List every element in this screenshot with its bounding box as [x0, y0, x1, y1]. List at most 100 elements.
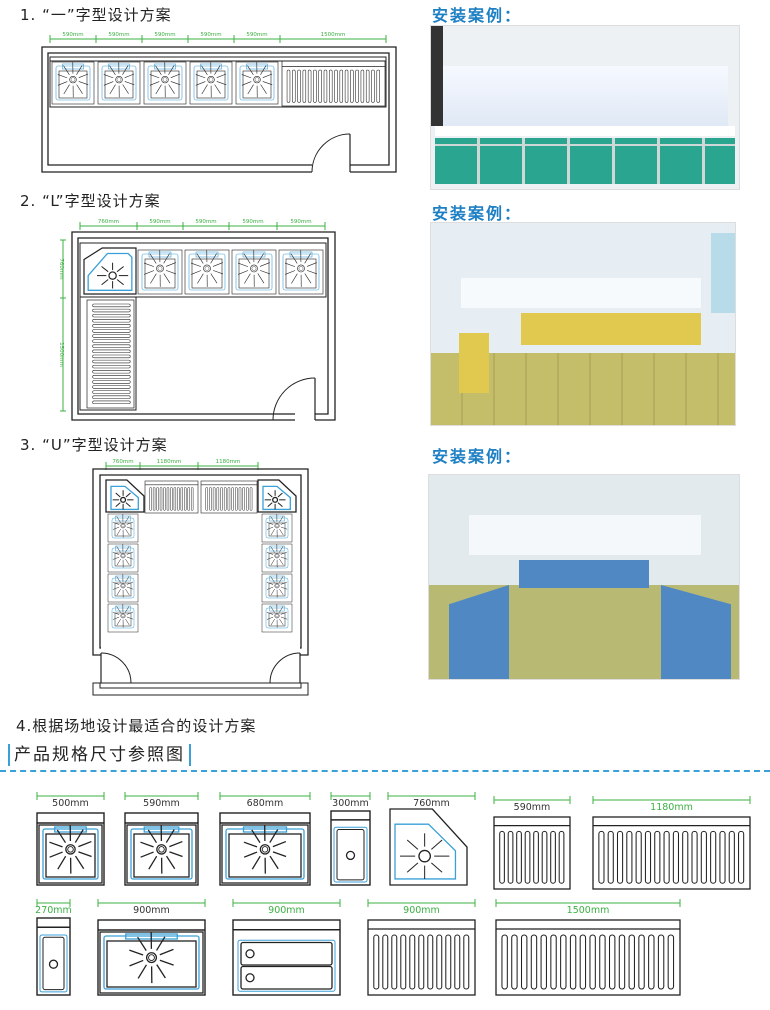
rect [92, 385, 131, 389]
line [201, 84, 208, 95]
spec-dim-2: 680mm [219, 792, 311, 809]
rect [240, 965, 333, 990]
line [306, 262, 317, 267]
drainboard [367, 919, 476, 996]
line [280, 616, 288, 620]
drain-hole [245, 949, 255, 959]
line [168, 84, 175, 94]
corner-basin [262, 485, 291, 511]
rect [92, 364, 131, 369]
line [78, 73, 89, 78]
line [210, 253, 217, 264]
rect [42, 936, 65, 991]
rect [533, 830, 539, 884]
line [76, 84, 83, 94]
rect [240, 941, 333, 966]
rect [92, 308, 131, 313]
line [243, 253, 251, 264]
rect [156, 487, 159, 511]
line [270, 618, 275, 626]
line [270, 528, 275, 536]
sink-basin [126, 824, 197, 884]
rect [180, 487, 183, 511]
drain-hole-inner [121, 524, 125, 528]
plan3-outer-wall [92, 468, 309, 656]
rect [221, 824, 309, 884]
install-photo-straight [430, 25, 740, 190]
rect [376, 69, 380, 103]
drain-hole [115, 75, 123, 84]
line [247, 65, 254, 75]
line [241, 81, 252, 86]
drain-hole-inner [121, 614, 125, 618]
line [267, 502, 273, 508]
line [266, 616, 274, 620]
line [241, 74, 252, 79]
plan2-outer-wall [71, 231, 336, 421]
rect [92, 400, 131, 405]
line [122, 65, 129, 75]
corner-basin [394, 823, 457, 880]
spec-dim-11-label: 1500mm [567, 905, 610, 916]
drain-hole-inner [157, 266, 163, 271]
rect [318, 69, 322, 103]
narrow-sink [36, 917, 71, 996]
line [116, 266, 124, 273]
sink-basin [107, 543, 139, 573]
line [272, 851, 287, 858]
sink-basin [51, 61, 95, 105]
sink-basin [278, 249, 324, 295]
rect [107, 513, 139, 543]
line [431, 862, 443, 873]
plan2-dim: 760mm [79, 219, 138, 230]
line [266, 556, 274, 560]
line [116, 546, 121, 553]
spec-dim-5: 590mm [493, 796, 571, 813]
line [169, 840, 183, 848]
rect [550, 934, 557, 990]
sink-basin [107, 573, 139, 603]
rect [92, 324, 131, 328]
rect [107, 603, 139, 633]
line [279, 558, 284, 566]
drain-hole-inner [162, 77, 168, 82]
rect [163, 487, 166, 511]
line [266, 582, 274, 585]
line [122, 84, 129, 94]
line [112, 552, 120, 555]
line [279, 528, 284, 536]
rect [184, 249, 230, 295]
plan1-dim: 590mm [187, 32, 235, 43]
sink-basin [99, 931, 204, 994]
line [238, 270, 249, 275]
sink-basin [261, 603, 293, 633]
line [257, 253, 264, 264]
spec-dim-10: 900mm [367, 899, 476, 916]
rect [86, 299, 135, 409]
rect [184, 487, 187, 511]
rect [261, 573, 293, 603]
line [214, 84, 221, 94]
rect [297, 69, 301, 103]
line [306, 270, 318, 275]
drain-hole [120, 523, 126, 529]
line [266, 552, 274, 555]
spec-dim-0-label: 500mm [52, 798, 89, 809]
drain-hole [156, 264, 164, 273]
spec-dim-5-label: 590mm [514, 802, 551, 813]
rect [223, 487, 227, 511]
rect [231, 249, 277, 295]
spec-dim-8-label: 900mm [133, 905, 170, 916]
case-label-1: 安装案例： [432, 6, 523, 25]
rect [92, 370, 131, 374]
spec-dim-2-label: 680mm [247, 798, 284, 809]
drain-hole-inner [261, 846, 269, 853]
line [63, 65, 70, 75]
drainboard [592, 816, 751, 890]
line [125, 528, 130, 536]
rect [189, 61, 233, 105]
rect [107, 573, 139, 603]
line [74, 829, 84, 843]
plan2-dim-label: 590mm [290, 219, 311, 225]
corner-sink [389, 808, 468, 886]
